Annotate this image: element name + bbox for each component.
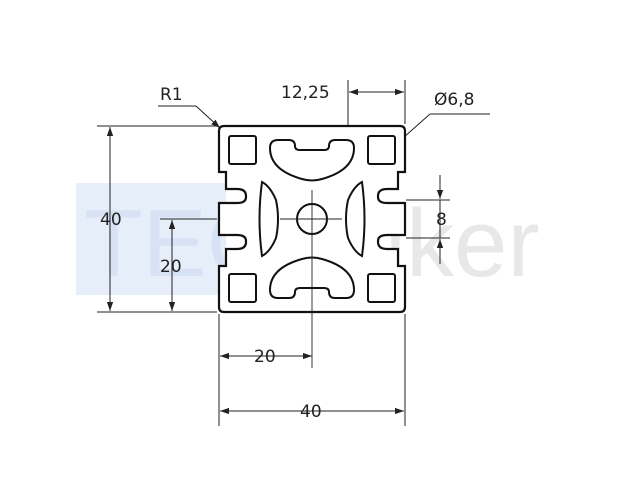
watermark-box <box>76 183 226 295</box>
corner-cavity-top-right <box>367 135 396 165</box>
inner-channel-right <box>345 180 366 258</box>
dim-radius-label: R1 <box>160 85 183 105</box>
dim-width-half-label: 20 <box>254 347 276 367</box>
inner-channel-top <box>268 139 356 182</box>
dimension-labels: R1 12,25 Ø6,8 8 40 20 20 40 <box>100 83 474 422</box>
dim-height-half-label: 20 <box>160 257 182 277</box>
centerlines <box>280 190 342 368</box>
dim-slot-width-label: 8 <box>436 210 447 230</box>
dim-width-total-label: 40 <box>300 402 322 422</box>
corner-cavity-top-left <box>228 135 257 165</box>
extension-lines <box>97 80 450 426</box>
inner-channel-left <box>258 180 279 258</box>
corner-cavity-bottom-right <box>367 273 396 303</box>
corner-cavity-bottom-left <box>228 273 257 303</box>
dim-slot-offset-label: 12,25 <box>281 83 330 103</box>
dim-height-total-label: 40 <box>100 210 122 230</box>
dim-bore-diameter-label: Ø6,8 <box>434 90 474 110</box>
